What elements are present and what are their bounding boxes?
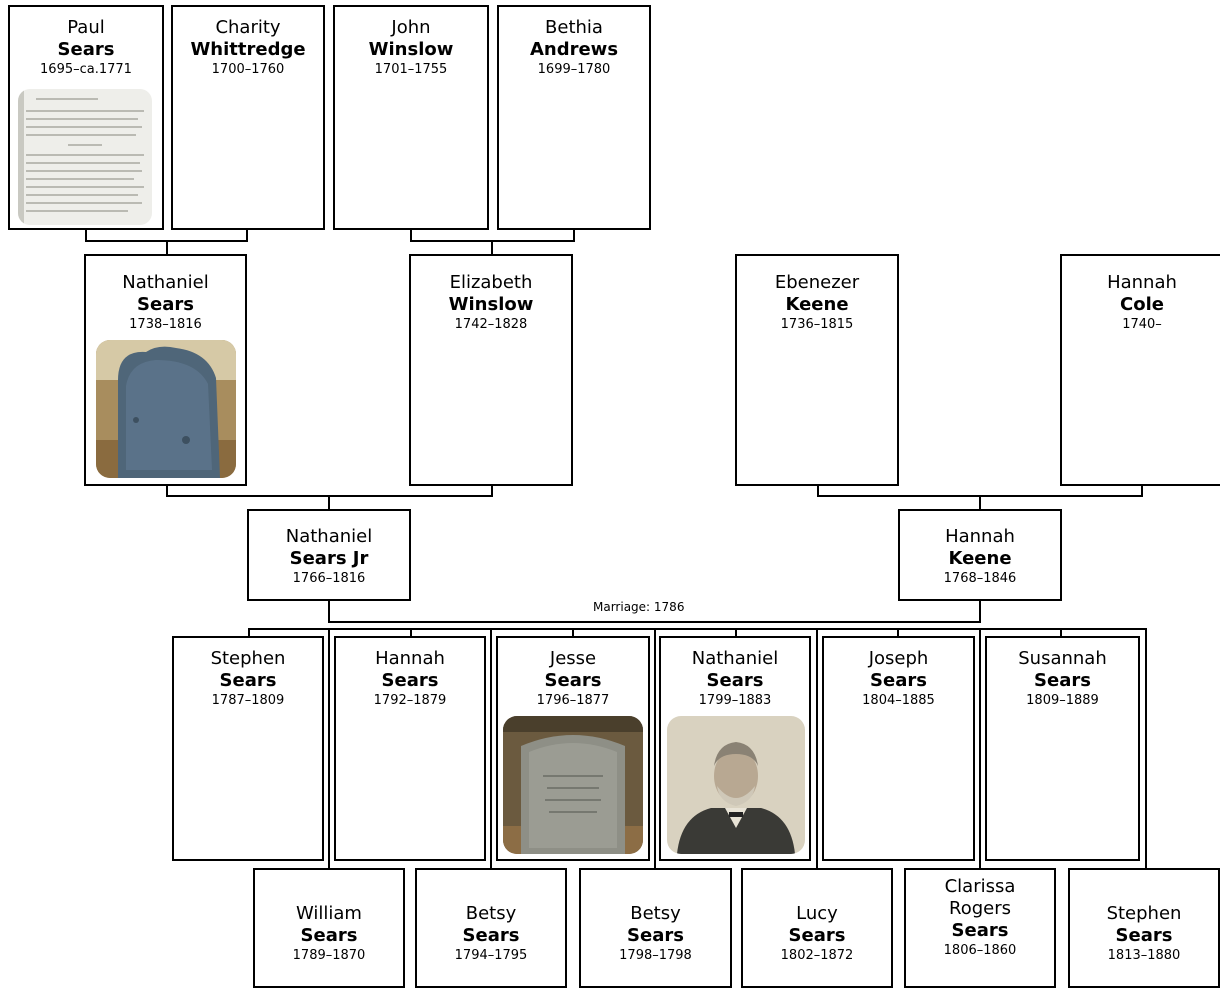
child-jesse-sears[interactable]: Jesse Sears 1796–1877 <box>496 636 650 861</box>
given-name: Elizabeth <box>449 272 533 293</box>
surname: Sears <box>1034 670 1091 691</box>
given-name: Betsy <box>465 903 517 924</box>
person-elizabeth-winslow[interactable]: Elizabeth Winslow 1742–1828 <box>409 254 573 486</box>
document-photo[interactable] <box>18 89 152 225</box>
given-name: Susannah <box>1018 648 1107 669</box>
surname: Winslow <box>448 294 534 315</box>
life-dates: 1736–1815 <box>780 317 854 332</box>
child-betsy-sears-1794[interactable]: Betsy Sears 1794–1795 <box>415 868 567 988</box>
child-lucy-sears[interactable]: Lucy Sears 1802–1872 <box>741 868 893 988</box>
person-nathaniel-sears[interactable]: Nathaniel Sears 1738–1816 <box>84 254 247 486</box>
given-name: Charity <box>215 17 281 38</box>
given-name: Hannah <box>1107 272 1177 293</box>
child-stephen-sears-1813[interactable]: Stephen Sears 1813–1880 <box>1068 868 1220 988</box>
surname: Sears <box>544 670 602 691</box>
life-dates: 1699–1780 <box>537 62 611 77</box>
given-name: Betsy <box>630 903 681 924</box>
given-name: Bethia <box>545 17 603 38</box>
life-dates: 1798–1798 <box>619 948 692 963</box>
surname: Keene <box>948 548 1012 569</box>
person-ebenezer-keene[interactable]: Ebenezer Keene 1736–1815 <box>735 254 899 486</box>
life-dates: 1768–1846 <box>943 571 1017 586</box>
given-name: Nathaniel <box>691 648 779 669</box>
life-dates: 1700–1760 <box>211 62 285 77</box>
life-dates: 1806–1860 <box>943 943 1017 958</box>
given-name: Paul <box>67 17 105 38</box>
given-name: Clarissa Rogers <box>944 876 1016 919</box>
surname: Sears <box>57 39 115 60</box>
gravestone-photo[interactable] <box>96 340 236 478</box>
given-name: Nathaniel <box>122 272 209 293</box>
surname: Whittredge <box>190 39 306 60</box>
surname: Sears <box>381 670 439 691</box>
surname: Sears <box>706 670 764 691</box>
life-dates: 1740– <box>1122 317 1162 332</box>
given-name: Nathaniel <box>285 526 373 547</box>
life-dates: 1796–1877 <box>536 693 610 708</box>
life-dates: 1787–1809 <box>211 693 285 708</box>
child-susannah-sears[interactable]: Susannah Sears 1809–1889 <box>985 636 1140 861</box>
surname: Sears <box>219 670 277 691</box>
child-william-sears[interactable]: William Sears 1789–1870 <box>253 868 405 988</box>
given-name: William <box>296 903 362 924</box>
child-hannah-sears[interactable]: Hannah Sears 1792–1879 <box>334 636 486 861</box>
given-name: Hannah <box>945 526 1015 547</box>
child-stephen-sears-1787[interactable]: Stephen Sears 1787–1809 <box>172 636 324 861</box>
surname: Sears <box>627 925 684 946</box>
life-dates: 1802–1872 <box>780 948 854 963</box>
portrait-photo[interactable] <box>667 716 805 854</box>
surname: Sears <box>951 920 1009 941</box>
surname: Sears <box>870 670 927 691</box>
given-name: John <box>391 17 431 38</box>
given-name: Ebenezer <box>774 272 860 293</box>
given-name: Lucy <box>796 903 838 924</box>
surname: Sears <box>788 925 846 946</box>
given-name: Hannah <box>375 648 445 669</box>
person-hannah-keene[interactable]: Hannah Keene 1768–1846 <box>898 509 1062 601</box>
surname: Sears <box>300 925 358 946</box>
surname: Sears <box>462 925 520 946</box>
child-clarissa-rogers-sears[interactable]: Clarissa Rogers Sears 1806–1860 <box>904 868 1056 988</box>
person-hannah-cole[interactable]: Hannah Cole 1740– <box>1060 254 1220 486</box>
life-dates: 1799–1883 <box>698 693 772 708</box>
person-charity-whittredge[interactable]: Charity Whittredge 1700–1760 <box>171 5 325 230</box>
child-nathaniel-sears[interactable]: Nathaniel Sears 1799–1883 <box>659 636 811 861</box>
life-dates: 1742–1828 <box>454 317 528 332</box>
surname: Cole <box>1120 294 1164 315</box>
surname: Sears <box>1115 925 1173 946</box>
child-joseph-sears[interactable]: Joseph Sears 1804–1885 <box>822 636 975 861</box>
life-dates: 1789–1870 <box>292 948 366 963</box>
surname: Sears Jr <box>289 548 369 569</box>
given-name: Joseph <box>868 648 929 669</box>
surname: Winslow <box>368 39 454 60</box>
life-dates: 1701–1755 <box>374 62 448 77</box>
surname: Keene <box>785 294 849 315</box>
child-betsy-sears-1798[interactable]: Betsy Sears 1798–1798 <box>579 868 732 988</box>
person-bethia-andrews[interactable]: Bethia Andrews 1699–1780 <box>497 5 651 230</box>
surname: Andrews <box>529 39 619 60</box>
life-dates: 1804–1885 <box>862 693 935 708</box>
life-dates: 1695–ca.1771 <box>40 62 132 77</box>
life-dates: 1794–1795 <box>454 948 528 963</box>
life-dates: 1738–1816 <box>129 317 202 332</box>
given-name: Jesse <box>549 648 597 669</box>
gravestone-photo[interactable] <box>503 716 643 854</box>
life-dates: 1809–1889 <box>1026 693 1099 708</box>
life-dates: 1813–1880 <box>1107 948 1181 963</box>
surname: Sears <box>137 294 194 315</box>
marriage-label: Marriage: 1786 <box>591 600 687 614</box>
given-name: Stephen <box>1106 903 1182 924</box>
given-name: Stephen <box>210 648 286 669</box>
life-dates: 1792–1879 <box>373 693 447 708</box>
person-paul-sears[interactable]: Paul Sears 1695–ca.1771 <box>8 5 164 230</box>
person-john-winslow[interactable]: John Winslow 1701–1755 <box>333 5 489 230</box>
person-nathaniel-sears-jr[interactable]: Nathaniel Sears Jr 1766–1816 <box>247 509 411 601</box>
life-dates: 1766–1816 <box>292 571 366 586</box>
